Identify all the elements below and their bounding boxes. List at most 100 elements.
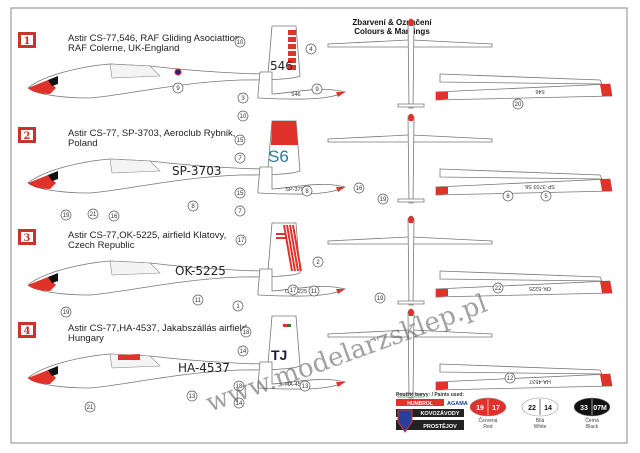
paints-used-label: Použité barvy: / Paints used: <box>396 392 464 398</box>
bottom-registration: HA-4537 <box>529 378 551 384</box>
callout-11: 11 <box>192 294 204 306</box>
canopy <box>109 260 161 276</box>
callout-18: 18 <box>240 326 252 338</box>
callout-7: 7 <box>234 205 246 217</box>
callout-21: 21 <box>84 401 96 413</box>
scheme-title-line1: Astir CS-77,HA-4537, Jakabszállás airfie… <box>68 323 250 334</box>
callout-13: 13 <box>299 380 311 392</box>
scheme-title-line2: Czech Republic <box>68 240 135 251</box>
bottom-view: 546 <box>435 73 613 101</box>
maker-label-1: KOVOZÁVODY <box>420 410 459 417</box>
callout-11: 11 <box>308 285 320 297</box>
callout-number: 10 <box>237 40 244 46</box>
callout-22: 22 <box>492 282 504 294</box>
callout-12: 12 <box>504 372 516 384</box>
scheme-title-line2: Hungary <box>68 333 104 344</box>
callout-8: 8 <box>301 185 313 197</box>
paint-code: 07M <box>593 405 607 412</box>
paint-code: 17 <box>492 405 500 412</box>
callout-13: 13 <box>186 390 198 402</box>
small-side-view: HA-4537 <box>257 361 347 390</box>
canopy <box>109 158 161 174</box>
callout-number: 4 <box>309 47 313 53</box>
callout-number: 19 <box>63 213 70 219</box>
scheme-number: 1 <box>24 36 31 47</box>
callout-19: 19 <box>60 306 72 318</box>
scheme-number: 3 <box>24 233 31 244</box>
callout-1: 1 <box>232 300 244 312</box>
paint-name-en: Red <box>483 424 492 430</box>
callout-20: 20 <box>512 98 524 110</box>
callout-number: 17 <box>290 288 297 294</box>
callout-number: 10 <box>240 114 247 120</box>
callout-number: 12 <box>507 376 514 382</box>
callout-19: 19 <box>60 209 72 221</box>
callout-number: 17 <box>238 238 245 244</box>
side-view: 546 <box>27 25 301 99</box>
kovozavody-logo <box>396 409 464 417</box>
scheme-title-line1: Astir CS-77,546, RAF Gliding Asociattion… <box>68 33 243 44</box>
callout-number: 22 <box>495 286 502 292</box>
scheme-title-line2: Poland <box>68 138 98 149</box>
small-registration: SP-3703 <box>285 187 306 193</box>
callout-number: 19 <box>380 197 387 203</box>
scheme-title-line1: Astir CS-77,OK-5225, airfield Klatovy, <box>68 230 226 241</box>
callout-number: 21 <box>87 405 94 411</box>
scheme-title-line1: Astir CS-77, SP-3703, Aeroclub Rybnik, <box>68 128 235 139</box>
scheme-2: 2 Astir CS-77, SP-3703, Aeroclub Rybnik,P… <box>18 113 613 222</box>
scheme-title-line2: RAF Colerne, UK-England <box>68 43 179 54</box>
registration: 546 <box>270 59 293 73</box>
callout-number: 6 <box>506 194 510 200</box>
callout-number: 14 <box>240 349 247 355</box>
paint-code: 33 <box>580 405 588 412</box>
nose-red <box>28 175 56 189</box>
canopy <box>109 63 161 79</box>
bottom-view: OK-5225 <box>435 270 613 298</box>
paint-code: 19 <box>476 405 484 412</box>
fin-code: TJ <box>271 347 287 363</box>
small-side-view: SP-3703 <box>257 166 347 195</box>
callout-7: 7 <box>234 152 246 164</box>
registration: HA-4537 <box>178 361 230 375</box>
callout-4: 4 <box>305 43 317 55</box>
callout-18: 18 <box>233 380 245 392</box>
callout-3: 3 <box>237 92 249 104</box>
callout-16: 16 <box>353 182 365 194</box>
nose-red <box>28 370 56 384</box>
top-view <box>327 113 493 204</box>
callout-2: 2 <box>312 256 324 268</box>
header-line2: Colours & Markings <box>354 27 430 36</box>
callout-15: 15 <box>234 187 246 199</box>
callout-number: 8 <box>191 204 195 210</box>
callout-15: 15 <box>234 134 246 146</box>
callout-19: 19 <box>374 292 386 304</box>
paint-code: 22 <box>528 405 536 412</box>
agama-label: AGAMA <box>447 401 468 407</box>
shield-icon <box>397 409 413 433</box>
callout-number: 11 <box>195 298 202 304</box>
callout-number: 7 <box>238 156 242 162</box>
callout-number: 5 <box>544 194 548 200</box>
scheme-number: 2 <box>24 131 31 142</box>
scheme-3: 3 Astir CS-77,OK-5225, airfield Klatovy,C… <box>18 215 613 318</box>
callout-number: 1 <box>236 304 240 310</box>
callout-14: 14 <box>237 345 249 357</box>
callout-number: 7 <box>238 209 242 215</box>
callout-number: 8 <box>305 189 309 195</box>
registration: OK-5225 <box>175 264 226 278</box>
callout-9: 9 <box>311 83 323 95</box>
callout-number: 9 <box>176 86 180 92</box>
callout-21: 21 <box>87 208 99 220</box>
maker-label-2: PROSTĚJOV <box>423 422 457 430</box>
paint-name-en: White <box>534 424 547 430</box>
callout-10: 10 <box>234 36 246 48</box>
small-registration: 546 <box>291 92 300 98</box>
callout-number: 16 <box>111 214 118 220</box>
humbrol-label: HUMBROL <box>407 401 433 407</box>
nose-red <box>28 277 56 291</box>
callout-8: 8 <box>187 200 199 212</box>
